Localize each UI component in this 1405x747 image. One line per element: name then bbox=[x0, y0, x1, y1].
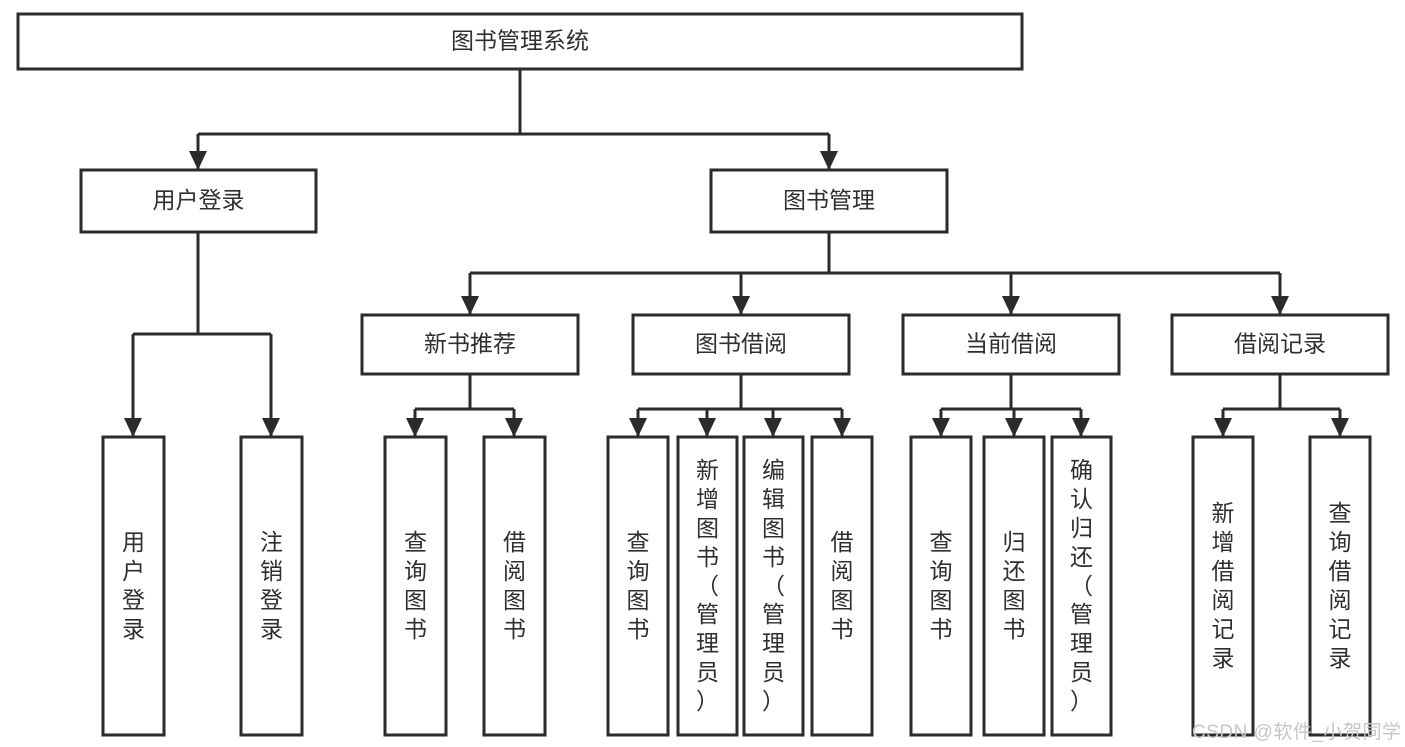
bookmanage-to-level2-arrow-0 bbox=[461, 296, 479, 315]
node-leaf-return-book[interactable] bbox=[982, 435, 1046, 737]
root-to-level1-arrow-1 bbox=[820, 151, 838, 170]
node-book-manage[interactable] bbox=[709, 168, 949, 234]
node-leaf-add-borrow-record[interactable] bbox=[1191, 435, 1255, 737]
level2-0-to-leaves-arrow-0 bbox=[406, 418, 424, 437]
node-book-borrow-label: 图书借阅 bbox=[695, 331, 787, 357]
node-leaf-add-book-admin[interactable] bbox=[676, 435, 739, 737]
node-new-book-recommend[interactable] bbox=[360, 313, 580, 376]
level2-2-to-leaves-arrow-2 bbox=[1072, 418, 1090, 437]
userlogin-to-leaves-arrow-0 bbox=[124, 418, 142, 437]
node-current-borrow-label: 当前借阅 bbox=[965, 331, 1057, 357]
node-current-borrow[interactable] bbox=[901, 313, 1121, 376]
node-leaf-borrow-book[interactable] bbox=[810, 435, 874, 737]
node-leaf-logout[interactable] bbox=[239, 435, 304, 737]
level2-2-to-leaves-arrow-0 bbox=[932, 418, 950, 437]
node-leaf-query-book-borrow[interactable] bbox=[606, 435, 670, 737]
node-leaf-query-book-current[interactable] bbox=[909, 435, 973, 737]
node-root[interactable] bbox=[16, 12, 1024, 71]
level2-1-to-leaves-arrow-2 bbox=[764, 418, 782, 437]
level2-1-to-leaves-arrow-0 bbox=[629, 418, 647, 437]
connector-layer bbox=[124, 69, 1349, 437]
node-leaf-query-borrow-record[interactable] bbox=[1308, 435, 1372, 737]
node-user-login[interactable] bbox=[79, 168, 318, 234]
node-layer bbox=[16, 12, 1390, 737]
csdn-watermark: CSDN @软件_小贺同学 bbox=[1192, 722, 1402, 743]
bookmanage-to-level2-arrow-3 bbox=[1271, 296, 1289, 315]
node-book-manage-label: 图书管理 bbox=[783, 187, 875, 213]
level2-1-to-leaves-arrow-3 bbox=[833, 418, 851, 437]
node-leaf-user-login[interactable] bbox=[101, 435, 166, 737]
node-leaf-confirm-return-admin[interactable] bbox=[1050, 435, 1113, 737]
level2-2-to-leaves-arrow-1 bbox=[1005, 418, 1023, 437]
bookmanage-to-level2-arrow-2 bbox=[1002, 296, 1020, 315]
node-leaf-edit-book-admin[interactable] bbox=[742, 435, 805, 737]
node-borrow-record[interactable] bbox=[1170, 313, 1390, 376]
node-borrow-record-label: 借阅记录 bbox=[1234, 331, 1326, 357]
node-book-borrow[interactable] bbox=[631, 313, 851, 376]
level2-3-to-leaves-arrow-1 bbox=[1331, 418, 1349, 437]
node-new-book-recommend-label: 新书推荐 bbox=[424, 331, 516, 357]
userlogin-to-leaves-arrow-1 bbox=[262, 418, 280, 437]
node-leaf-borrow-book-rec[interactable] bbox=[482, 435, 547, 737]
root-to-level1-arrow-0 bbox=[189, 151, 207, 170]
node-user-login-label: 用户登录 bbox=[153, 187, 245, 213]
level2-0-to-leaves-arrow-1 bbox=[505, 418, 523, 437]
level2-3-to-leaves-arrow-0 bbox=[1214, 418, 1232, 437]
node-leaf-query-book-rec[interactable] bbox=[383, 435, 448, 737]
level2-1-to-leaves-arrow-1 bbox=[698, 418, 716, 437]
node-root-label: 图书管理系统 bbox=[451, 28, 589, 54]
bookmanage-to-level2-arrow-1 bbox=[732, 296, 750, 315]
